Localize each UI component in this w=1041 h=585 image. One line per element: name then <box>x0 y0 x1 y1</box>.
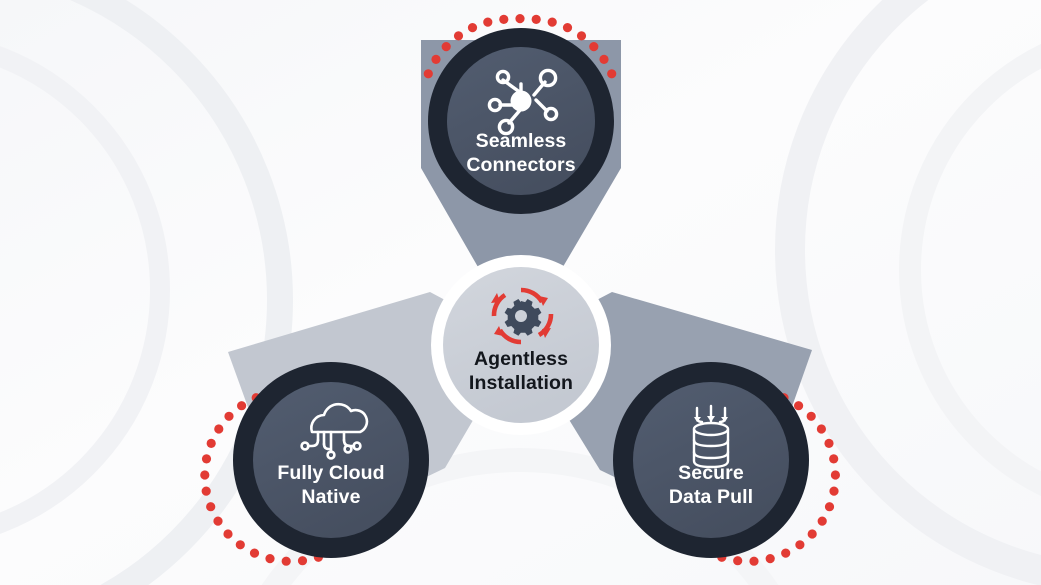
bg-arc-bottom <box>261 448 779 585</box>
cloud-native-icon <box>300 402 369 460</box>
bg-arc-left-inner <box>0 46 170 534</box>
arc-bottom-left <box>200 393 323 566</box>
node-inner-disc <box>253 382 409 538</box>
node-inner-disc <box>447 47 595 195</box>
node-secure-data-pull[interactable] <box>613 362 809 558</box>
bg-arc-right-inner <box>899 43 1041 497</box>
database-download-icon <box>692 404 730 469</box>
node-fully-cloud-native[interactable] <box>233 362 429 558</box>
node-agentless-installation[interactable] <box>431 255 611 435</box>
network-connector-icon <box>487 68 559 136</box>
arc-top <box>423 14 617 79</box>
center-disc <box>443 267 599 423</box>
gear-refresh-icon <box>491 287 554 345</box>
node-seamless-connectors[interactable] <box>428 28 614 214</box>
bg-arc-right <box>775 0 1041 585</box>
node-inner-disc <box>633 382 789 538</box>
bg-arc-left <box>69 0 293 585</box>
